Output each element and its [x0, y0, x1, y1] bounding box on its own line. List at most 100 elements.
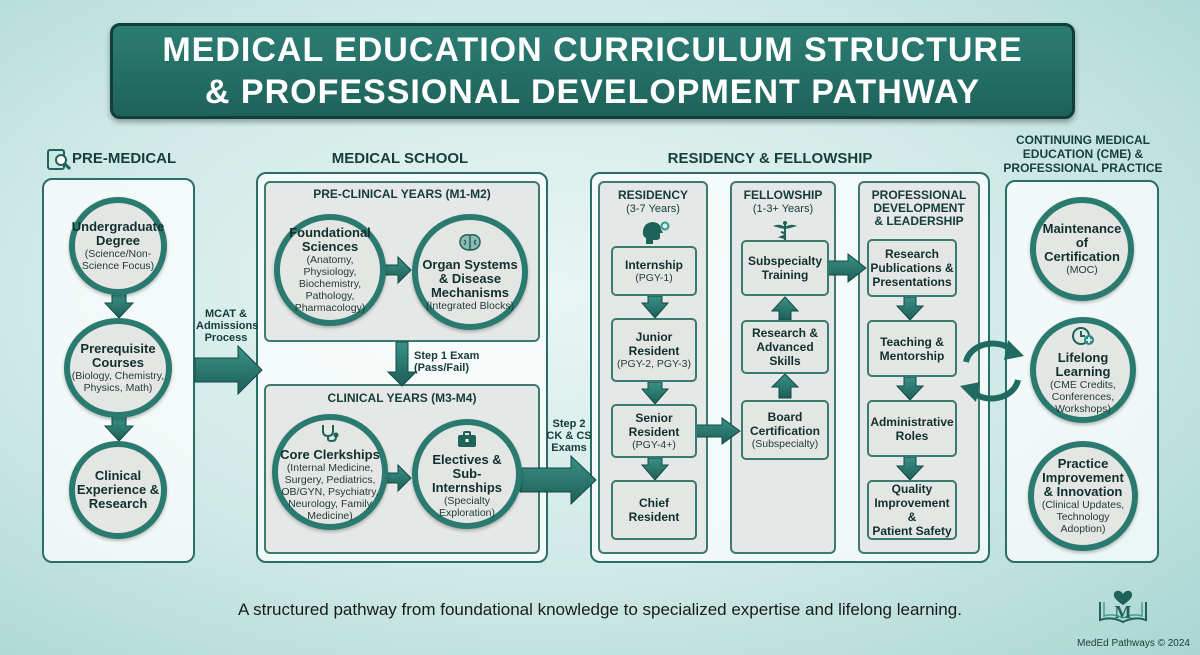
box-title: Resident [628, 344, 680, 358]
node-subtitle: (Specialty [443, 494, 491, 507]
box-title: Certification [749, 424, 820, 438]
node-subtitle: Biochemistry, [298, 278, 362, 290]
section-cme-line-3: PROFESSIONAL PRACTICE [1003, 161, 1163, 175]
node-title: Electives & [432, 451, 502, 467]
box-title: Internship [624, 258, 683, 272]
professional-head-3: & LEADERSHIP [874, 214, 964, 228]
internship-box: Internship (PGY-1) [611, 246, 697, 296]
node-subtitle: (CME Credits, [1050, 378, 1116, 391]
box-title: Quality [891, 482, 933, 496]
teaching-mentorship-box: Teaching & Mentorship [867, 320, 957, 377]
node-subtitle: Physics, Math) [83, 382, 153, 394]
node-subtitle: Conferences, [1051, 390, 1115, 403]
residency-years: (3-7 Years) [626, 203, 680, 215]
node-title: Mechanisms [430, 284, 510, 300]
logo-letter: M [1115, 602, 1132, 622]
practice-improvement-node: Practice Improvement & Innovation (Clini… [1028, 441, 1138, 551]
node-title: Sciences [301, 239, 359, 254]
stethoscope-icon [319, 423, 341, 448]
node-subtitle: Pathology, [305, 290, 355, 302]
section-pre-medical: PRE-MEDICAL [72, 150, 177, 167]
box-title: Roles [895, 428, 929, 443]
node-title: Core Clerkships [280, 446, 380, 462]
mcat-line-2: Admissions [196, 320, 259, 332]
title-line-2: & PROFESSIONAL DEVELOPMENT PATHWAY [204, 73, 981, 111]
box-subtitle: (PGY-1) [635, 272, 673, 284]
senior-resident-box: Senior Resident (PGY-4+) [611, 404, 697, 458]
title-banner: MEDICAL EDUCATION CURRICULUM STRUCTURE &… [110, 23, 1075, 119]
box-title: Junior [635, 330, 673, 344]
node-title: Lifelong [1057, 349, 1109, 365]
brain-icon [457, 233, 483, 258]
node-title: Learning [1055, 363, 1111, 379]
clinical-experience-node: Clinical Experience & Research [69, 441, 167, 539]
box-title: Mentorship [879, 348, 945, 363]
clinical-title: CLINICAL YEARS (M3-M4) [327, 391, 477, 405]
clock-plus-icon [1071, 326, 1095, 351]
node-title: Practice [1057, 456, 1109, 471]
chief-resident-box: Chief Resident [611, 480, 697, 540]
node-subtitle: (MOC) [1066, 264, 1098, 276]
box-title: Patient Safety [872, 524, 952, 538]
research-publications-box: Research Publications & Presentations [867, 239, 957, 297]
professional-head-1: PROFESSIONAL [871, 188, 967, 202]
node-subtitle: (Anatomy, Physiology, [303, 254, 357, 278]
section-cme: CONTINUING MEDICAL EDUCATION (CME) & PRO… [1000, 133, 1166, 175]
footer-copyright: MedEd Pathways © 2024 [1077, 638, 1190, 649]
box-subtitle: (PGY-4+) [632, 439, 676, 451]
box-title: Improvement & [874, 496, 950, 524]
core-clerkships-node: Core Clerkships (Internal Medicine, Surg… [272, 414, 388, 530]
book-heart-logo-icon: M [1096, 578, 1150, 624]
step2-label: Step 2 CK & CS Exams [544, 418, 594, 454]
node-title: Degree [95, 233, 141, 248]
step1-line-2: (Pass/Fail) [414, 362, 470, 374]
electives-node: Electives & Sub-Internships (Specialty E… [412, 419, 522, 529]
node-title: Prerequisite [80, 341, 156, 356]
box-title: Advanced [756, 340, 814, 354]
mcat-line-3: Process [204, 332, 248, 344]
section-residency-fellowship: RESIDENCY & FELLOWSHIP [667, 150, 873, 167]
node-subtitle: Science Focus) [81, 260, 155, 272]
box-title: Subspecialty [747, 254, 823, 268]
quality-improvement-box: Quality Improvement & Patient Safety [867, 480, 957, 540]
node-subtitle: Workshops) [1055, 402, 1111, 415]
node-title: Courses [91, 355, 145, 370]
section-medical-school: MEDICAL SCHOOL [331, 150, 469, 167]
prerequisite-courses-node: Prerequisite Courses (Biology, Chemistry… [64, 318, 172, 418]
mcat-label: MCAT & Admissions Process [196, 308, 259, 344]
node-title: Improvement [1042, 470, 1124, 485]
tagline: A structured pathway from foundational k… [238, 600, 962, 619]
node-subtitle: (Internal Medicine, [286, 461, 374, 474]
administrative-roles-box: Administrative Roles [867, 400, 957, 457]
lifelong-learning-node: Lifelong Learning (CME Credits, Conferen… [1030, 317, 1136, 423]
box-title: Skills [769, 354, 801, 368]
professional-head-2: DEVELOPMENT [873, 201, 965, 215]
residency-head: RESIDENCY [617, 188, 688, 202]
undergraduate-degree-node: Undergraduate Degree (Science/Non- Scien… [69, 197, 167, 295]
step2-line-1: Step 2 [552, 418, 586, 430]
node-subtitle: (Biology, Chemistry, [71, 370, 165, 382]
box-title: Board [767, 410, 803, 424]
box-title: Training [761, 268, 809, 282]
section-cme-line-1: CONTINUING MEDICAL [1016, 133, 1150, 147]
professional-head: PROFESSIONAL DEVELOPMENT & LEADERSHIP [858, 189, 980, 228]
box-title: Resident [628, 510, 680, 524]
section-cme-line-2: EDUCATION (CME) & [1022, 147, 1144, 161]
node-subtitle: Medicine) [307, 509, 353, 522]
moc-node: Maintenance of Certification (MOC) [1030, 197, 1134, 301]
node-subtitle: Surgery, Pediatrics, [284, 473, 376, 486]
fellowship-years: (1-3+ Years) [752, 203, 814, 215]
node-title: Sub-Internships [431, 465, 503, 495]
box-subtitle: (Subspecialty) [751, 438, 819, 450]
organ-systems-node: Organ Systems & Disease Mechanisms (Inte… [412, 214, 528, 330]
search-book-icon [46, 148, 72, 172]
node-title: Maintenance of [1042, 221, 1122, 250]
node-subtitle: Exploration) [438, 506, 496, 519]
node-subtitle: (Clinical Updates, [1041, 499, 1125, 511]
node-title: Clinical [94, 468, 142, 483]
step2-line-2: CK & CS [546, 430, 592, 442]
node-title: & Disease [438, 270, 502, 286]
node-title: Undergraduate [71, 219, 165, 234]
node-subtitle: (Integrated Blocks) [425, 299, 515, 312]
